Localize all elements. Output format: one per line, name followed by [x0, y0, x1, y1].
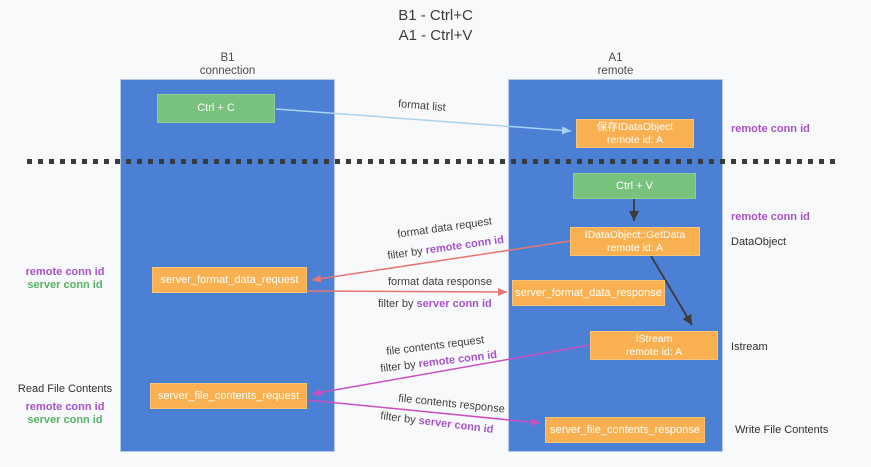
node-save-idataobject-line2: remote id: A — [606, 133, 664, 146]
server-conn-id-text: server conn id — [416, 298, 492, 310]
node-server-format-data-request: server_format_data_request — [152, 267, 307, 293]
filter-by-text: filter by — [379, 410, 417, 427]
edge-label-filter-server-1: filter by server conn id — [378, 298, 492, 310]
filter-by-text: filter by — [386, 245, 424, 263]
node-server-file-contents-response: server_file_contents_response — [545, 417, 705, 443]
node-server-file-contents-request: server_file_contents_request — [150, 383, 307, 409]
side-label-istream: Istream — [731, 341, 768, 353]
node-server-file-contents-response-label: server_file_contents_response — [550, 423, 700, 436]
node-istream-line2: remote id: A — [625, 345, 683, 358]
left-file-contents-stack: Read File Contents remote conn id server… — [10, 383, 120, 427]
node-ctrl-v-label: Ctrl + V — [616, 179, 653, 192]
node-getdata-line2: remote id: A — [606, 241, 664, 254]
edge-label-format-list: format list — [397, 98, 447, 114]
node-save-idataobject-line1: 保存IDataObject — [596, 120, 674, 133]
side-label-write-file-contents: Write File Contents — [735, 424, 829, 436]
side-label-remote-conn-id-bottom: remote conn id — [25, 401, 105, 413]
server-conn-id-text: server conn id — [417, 414, 495, 436]
node-istream: IStream remote id: A — [590, 331, 718, 360]
remote-conn-id-text: remote conn id — [424, 233, 505, 257]
side-label-remote-conn-id-left: remote conn id — [25, 266, 105, 278]
lane-a1-subtitle: remote — [597, 65, 634, 77]
diagram-title: B1 - Ctrl+C A1 - Ctrl+V — [0, 6, 871, 46]
node-ctrl-c-label: Ctrl + C — [197, 102, 235, 114]
session-divider-dashed-line — [27, 159, 836, 164]
node-server-format-data-request-label: server_format_data_request — [160, 273, 299, 286]
title-line-2: A1 - Ctrl+V — [398, 27, 473, 44]
node-idataobject-getdata: IDataObject::GetData remote id: A — [570, 227, 700, 256]
node-server-format-data-response: server_format_data_response — [512, 280, 665, 306]
left-conn-id-stack: remote conn id server conn id — [15, 266, 115, 292]
node-ctrl-v: Ctrl + V — [573, 173, 696, 199]
node-server-format-data-response-label: server_format_data_response — [515, 286, 662, 299]
lane-b1-title: B1 — [220, 52, 235, 64]
side-label-dataobject: DataObject — [731, 236, 787, 248]
side-label-server-conn-id-bottom: server conn id — [27, 414, 103, 426]
lane-a1-title: A1 — [608, 52, 623, 64]
node-save-idataobject: 保存IDataObject remote id: A — [576, 119, 694, 148]
lane-header-b1: B1 connection — [120, 52, 335, 78]
title-line-1: B1 - Ctrl+C — [398, 7, 473, 24]
node-getdata-line1: IDataObject::GetData — [584, 228, 686, 241]
side-label-read-file-contents: Read File Contents — [17, 383, 113, 395]
side-label-remote-conn-id-top: remote conn id — [731, 123, 810, 135]
node-ctrl-c: Ctrl + C — [157, 94, 275, 123]
filter-by-text: filter by — [378, 298, 414, 310]
arrow-format-data-response — [306, 287, 508, 296]
side-label-server-conn-id-left: server conn id — [27, 279, 103, 291]
node-server-file-contents-request-label: server_file_contents_request — [157, 389, 300, 402]
side-label-remote-conn-id-mid: remote conn id — [731, 211, 810, 223]
node-istream-line1: IStream — [635, 332, 673, 345]
edge-label-file-contents-response: file contents response — [397, 392, 506, 416]
edge-label-format-data-response: format data response — [388, 276, 492, 288]
edge-label-filter-server-2: filter by server conn id — [380, 410, 494, 436]
lane-b1-subtitle: connection — [199, 65, 256, 77]
lane-header-a1: A1 remote — [508, 52, 723, 78]
filter-by-text: filter by — [379, 358, 417, 376]
